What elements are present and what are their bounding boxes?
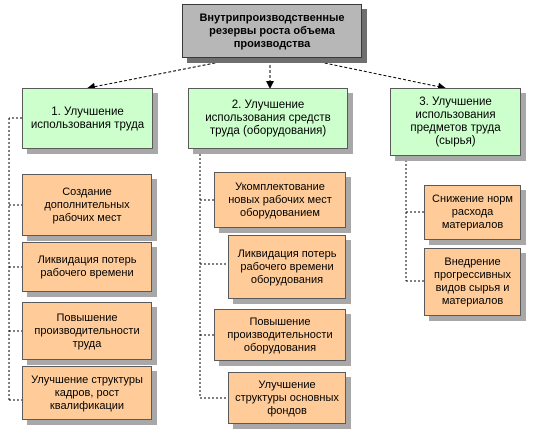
category-2-item-2-label: Ликвидация потерь рабочего времени обору… — [237, 247, 337, 286]
category-1-item-2: Ликвидация потерь рабочего времени — [22, 242, 152, 292]
category-2-label: 2. Улучшение использования средств труда… — [205, 99, 331, 137]
category-2-item-1-label: Укомплектование новых рабочих мест обору… — [228, 180, 332, 219]
root-node: Внутрипроизводственные резервы роста объ… — [182, 4, 362, 58]
category-3-label: 3. Улучшение использования предметов тру… — [410, 96, 501, 147]
category-3-item-2: Внедрение прогрессивных видов сырья и ма… — [424, 248, 521, 316]
arrow-root-to-category-1 — [87, 59, 231, 91]
root-node-label: Внутрипроизводственные резервы роста объ… — [199, 11, 345, 50]
category-1-item-2-label: Ликвидация потерь рабочего времени — [37, 254, 137, 279]
category-1-item-1-label: Создание дополнительных рабочих мест — [44, 185, 130, 224]
category-1-label: 1. Улучшение использования труда — [30, 105, 145, 131]
category-1-item-1: Создание дополнительных рабочих мест — [22, 174, 152, 236]
category-3-node: 3. Улучшение использования предметов тру… — [390, 88, 521, 156]
arrow-root-to-category-3 — [309, 59, 446, 91]
bracket-column-3 — [405, 156, 424, 282]
category-1-item-3-label: Повышение производительности труда — [34, 311, 140, 350]
category-3-item-1-label: Снижение норм расхода материалов — [432, 193, 513, 231]
category-2-item-2: Ликвидация потерь рабочего времени обору… — [228, 235, 346, 299]
category-2-item-1: Укомплектование новых рабочих мест обору… — [214, 172, 346, 228]
category-1-item-3: Повышение производительности труда — [22, 302, 152, 360]
category-3-item-1: Снижение норм расхода материалов — [424, 185, 521, 240]
category-3-item-2-label: Внедрение прогрессивных видов сырья и ма… — [434, 256, 511, 307]
category-1-item-4: Улучшение структуры кадров, рост квалифи… — [22, 366, 152, 420]
category-2-item-3: Повышение производительности оборудовани… — [214, 309, 346, 361]
category-2-item-3-label: Повышение производительности оборудовани… — [227, 315, 333, 354]
category-1-item-4-label: Улучшение структуры кадров, рост квалифи… — [31, 373, 143, 412]
category-2-item-4: Улучшение структуры основных фондов — [228, 372, 346, 424]
category-2-item-4-label: Улучшение структуры основных фондов — [235, 378, 339, 417]
category-1-node: 1. Улучшение использования труда — [22, 88, 153, 149]
bracket-column-1 — [8, 117, 22, 401]
category-2-node: 2. Улучшение использования средств труда… — [188, 88, 348, 149]
